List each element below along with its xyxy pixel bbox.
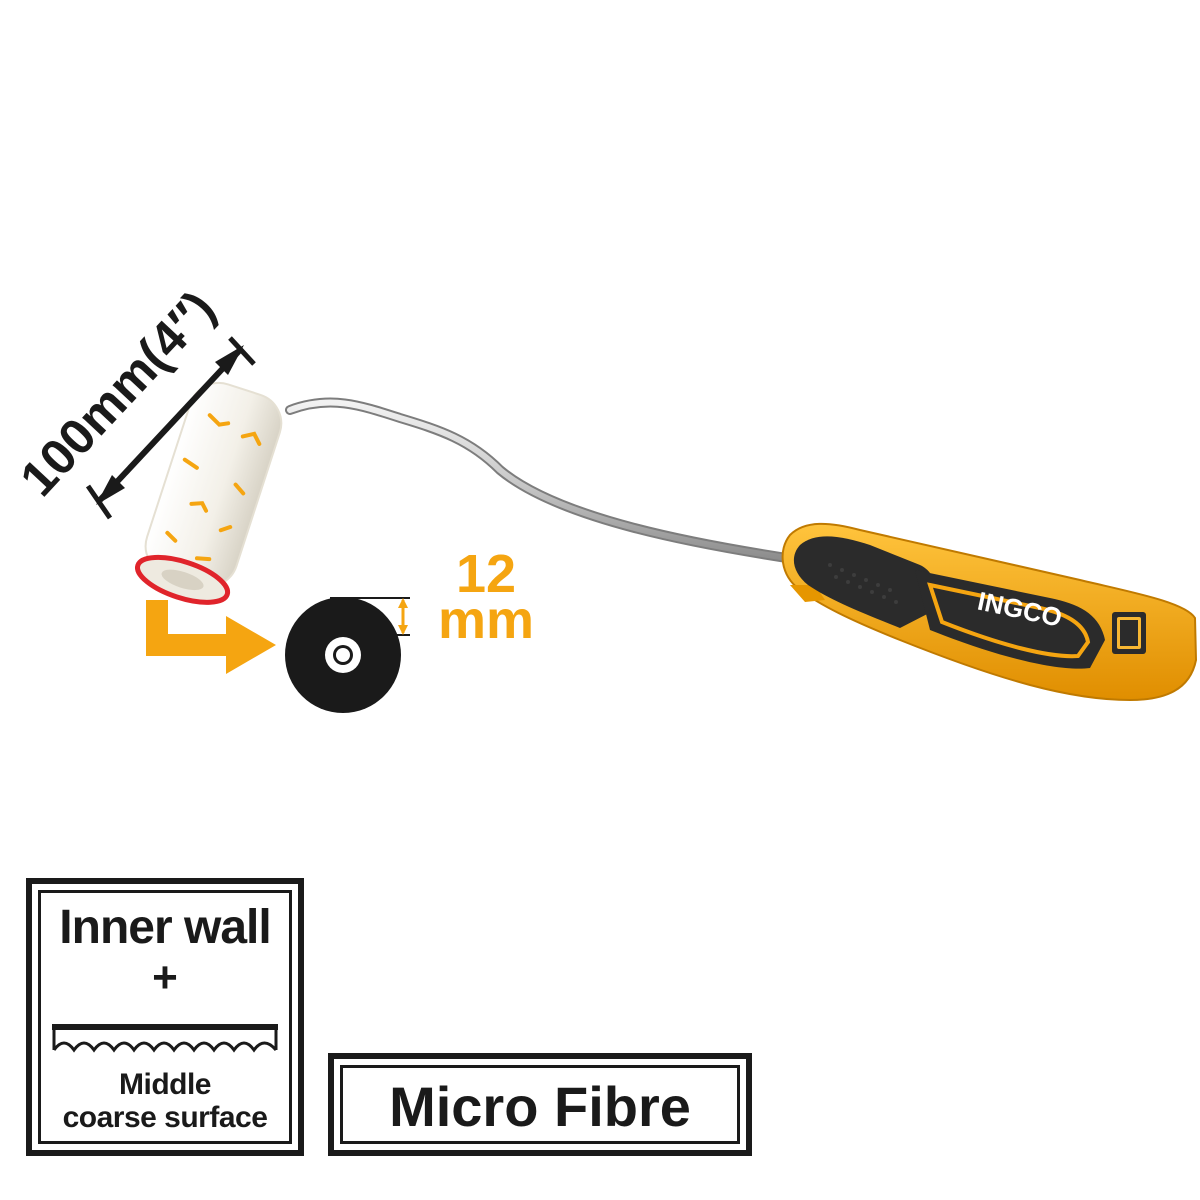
material-badge: Micro Fibre bbox=[328, 1053, 752, 1156]
roller-handle bbox=[781, 522, 1198, 702]
surface-badge-inner-border bbox=[38, 890, 292, 1144]
surface-badge-subtitle-line2: coarse surface bbox=[62, 1101, 268, 1134]
surface-badge-subtitle: Middle coarse surface bbox=[32, 1068, 298, 1134]
roller-cover bbox=[135, 381, 283, 605]
roller-cross-section bbox=[285, 597, 410, 713]
surface-badge-plus: + bbox=[152, 953, 178, 1002]
pile-height-unit: mm bbox=[438, 590, 534, 650]
surface-badge-title: Inner wall bbox=[59, 901, 271, 954]
material-badge-inner-border bbox=[340, 1065, 740, 1144]
material-badge-label: Micro Fibre bbox=[389, 1075, 691, 1138]
pile-height-value: 12 bbox=[456, 544, 516, 604]
wavy-surface-icon bbox=[52, 1024, 278, 1053]
roller-frame-wire bbox=[285, 397, 805, 565]
length-dimension-arrow bbox=[85, 336, 256, 520]
cross-section-arrow-icon bbox=[146, 600, 276, 674]
surface-badge-subtitle-line1: Middle bbox=[119, 1068, 212, 1101]
surface-badge: Inner wall + Middle coarse surface bbox=[26, 878, 304, 1156]
